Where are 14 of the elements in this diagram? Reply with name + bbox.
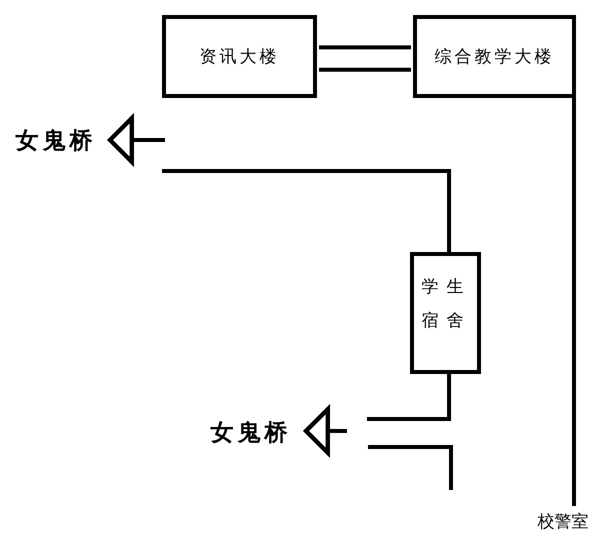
building-box	[162, 15, 317, 98]
building-box	[410, 252, 481, 374]
road-line	[572, 98, 576, 506]
place-name: 校警室	[538, 510, 588, 532]
corridor-lines	[317, 45, 413, 72]
building-name: 学生宿舍	[420, 276, 472, 332]
block-arrow	[304, 406, 347, 455]
road-line	[367, 374, 452, 421]
building-box	[413, 15, 576, 98]
building-name: 资讯大楼	[200, 46, 280, 68]
place-name: 女鬼桥	[210, 418, 292, 446]
place-name: 女鬼桥	[16, 126, 96, 154]
road-line	[162, 169, 452, 252]
building-name: 综合教学大楼	[434, 46, 554, 68]
